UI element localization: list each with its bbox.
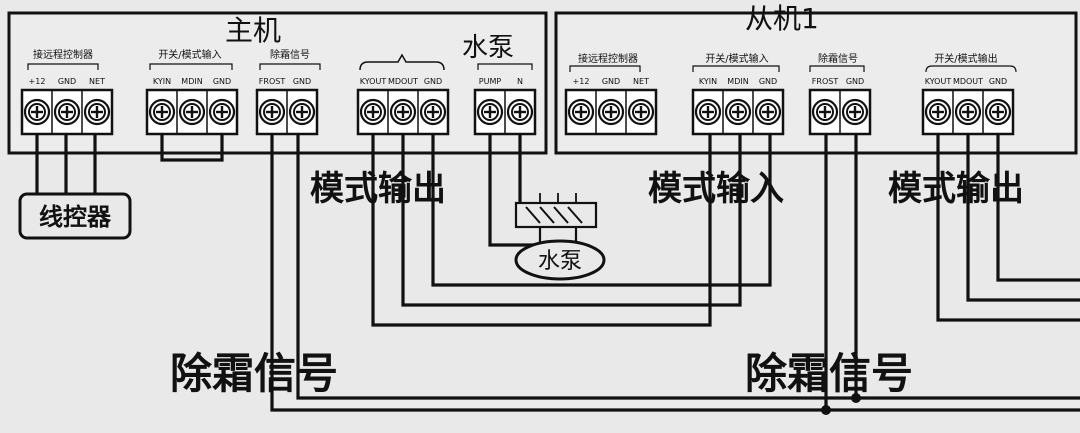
master-defrost-terminal-label: FROST (259, 77, 286, 86)
screw-terminal-icon (627, 98, 655, 126)
wire-pump-live (488, 134, 540, 247)
slave-switch-terminal-label: MDIN (727, 77, 748, 86)
wire-mode-mdout (401, 134, 742, 307)
screw-terminal-icon (567, 98, 595, 126)
master-switch-terminal-label: MDIN (181, 77, 202, 86)
junction-1 (821, 405, 831, 415)
slave-remote-terminal-label: NET (633, 77, 649, 86)
screw-terminal-icon (389, 98, 417, 126)
master-modeout-terminal-label: MDOUT (388, 77, 418, 86)
slave-remote-terminal-label: GND (602, 77, 620, 86)
master-defrost-label: 除霜信号 (270, 48, 310, 61)
wire-defrost-gnd (296, 134, 1080, 400)
pump-header: 水泵 (462, 33, 514, 63)
slave-switch-block: KYIN MDIN GND (691, 77, 785, 136)
screw-terminal-icon (23, 98, 51, 126)
label-mode-output-right: 模式输出 (888, 169, 1024, 209)
master-pump-terminal-label: N (517, 77, 523, 86)
slave-remote-label: 接远程控制器 (578, 52, 638, 65)
slave-modeout-terminal-label: MDOUT (953, 77, 983, 86)
screw-terminal-icon (954, 98, 982, 126)
screw-terminal-icon (178, 98, 206, 126)
pump-symbol (514, 239, 606, 281)
screw-terminal-icon (924, 98, 952, 126)
master-switch-block: KYIN MDIN GND (145, 77, 239, 136)
slave-switch-terminal-label: KYIN (699, 77, 717, 86)
master-remote-terminal-label: NET (89, 77, 105, 86)
wire-mode-kyout (371, 134, 712, 327)
wire-slave-out-2 (966, 134, 1080, 302)
screw-terminal-icon (419, 98, 447, 126)
screw-terminal-icon (694, 98, 722, 126)
screw-terminal-icon (359, 98, 387, 126)
slave-defrost-terminal-label: FROST (812, 77, 839, 86)
wire-slave-out-1 (936, 134, 1080, 322)
slave-mode-out-label: 开关/模式输出 (934, 52, 997, 65)
wire-mode-gnd (431, 134, 772, 287)
screw-terminal-icon (53, 98, 81, 126)
screw-terminal-icon (597, 98, 625, 126)
master-switch-terminal-label: GND (213, 77, 231, 86)
slave-defrost-terminal-label: GND (846, 77, 864, 86)
slave-defrost-block: FROST GND (808, 77, 872, 136)
screw-terminal-icon (83, 98, 111, 126)
label-mode-input: 模式输入 (648, 169, 784, 209)
screw-terminal-icon (811, 98, 839, 126)
screw-terminal-icon (984, 98, 1012, 126)
slave-modeout-terminal-label: GND (989, 77, 1007, 86)
screw-terminal-icon (258, 98, 286, 126)
label-defrost-left: 除霜信号 (170, 349, 338, 398)
wire-slave-out-3 (996, 134, 1080, 282)
slave-modeout-terminal-label: KYOUT (925, 77, 952, 86)
master-pump-terminal-label: PUMP (479, 77, 502, 86)
label-mode-output: 模式输出 (310, 169, 446, 209)
master-defrost-terminal-label: GND (293, 77, 311, 86)
master-title: 主机 (225, 14, 281, 47)
master-switch-terminal-label: KYIN (153, 77, 171, 86)
screw-terminal-icon (724, 98, 752, 126)
jumper-switch (160, 134, 224, 162)
master-pump-block: PUMP N (473, 77, 537, 136)
screw-terminal-icon (506, 98, 534, 126)
master-defrost-block: FROST GND (255, 77, 319, 136)
junction-2 (851, 393, 861, 403)
slave-remote-terminal-label: +12 (573, 77, 590, 86)
pump-relay (514, 193, 598, 245)
slave-switch-label: 开关/模式输入 (705, 52, 768, 65)
screw-terminal-icon (148, 98, 176, 126)
slave-switch-terminal-label: GND (759, 77, 777, 86)
screw-terminal-icon (476, 98, 504, 126)
master-remote-terminal-label: GND (58, 77, 76, 86)
pump-label: 水泵 (538, 249, 582, 274)
screw-terminal-icon (208, 98, 236, 126)
master-switch-label: 开关/模式输入 (158, 48, 221, 61)
screw-terminal-icon (288, 98, 316, 126)
slave-remote-block: +12 GND NET (564, 77, 658, 136)
label-defrost-right: 除霜信号 (745, 349, 913, 398)
master-modeout-terminal-label: KYOUT (360, 77, 387, 86)
slave-title: 从机1 (745, 2, 819, 35)
master-modeout-terminal-label: GND (424, 77, 442, 86)
wire-controller-label: 线控器 (39, 203, 112, 231)
screw-terminal-icon (754, 98, 782, 126)
wire-defrost-frost (270, 134, 1080, 412)
master-remote-terminal-label: +12 (29, 77, 46, 86)
wire-controller-box (18, 192, 132, 240)
slave-defrost-label: 除霜信号 (818, 52, 858, 65)
master-remote-block: +12 GND NET (20, 77, 114, 136)
screw-terminal-icon (841, 98, 869, 126)
master-remote-label: 接远程控制器 (33, 48, 93, 61)
